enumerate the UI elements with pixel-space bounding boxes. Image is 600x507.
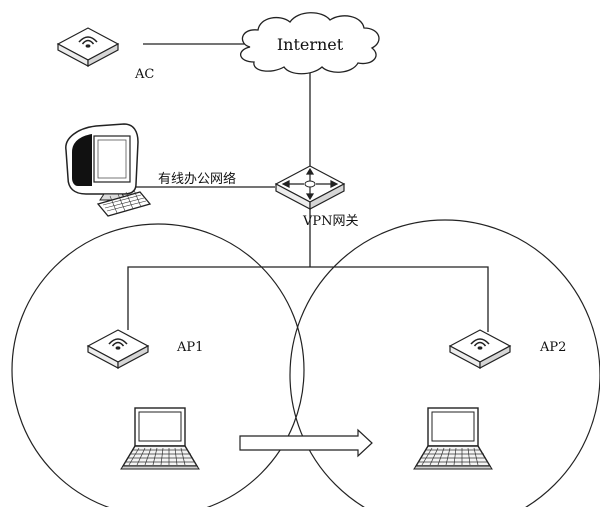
ap2-device-icon xyxy=(449,329,511,369)
desktop-computer-icon xyxy=(65,123,152,217)
laptop-left-icon xyxy=(120,407,200,470)
wired-office-network-label: 有线办公网络 xyxy=(158,171,236,187)
ap1-device-icon xyxy=(87,329,149,369)
ac-label: AC xyxy=(134,67,154,82)
ap1-label: AP1 xyxy=(176,340,203,355)
cloud-icon xyxy=(240,12,380,75)
ap-bus-link xyxy=(127,266,489,332)
arrow-right-icon xyxy=(239,428,373,458)
laptop-right-icon xyxy=(413,407,493,470)
vpn-gateway-label: VPN网关 xyxy=(302,214,359,229)
internet-label: Internet xyxy=(277,35,344,54)
ap2-label: AP2 xyxy=(539,340,566,355)
ap1-coverage-circle xyxy=(11,223,305,507)
ap2-coverage-circle xyxy=(289,219,600,507)
router-icon xyxy=(274,165,346,210)
access-controller-icon xyxy=(57,27,119,67)
